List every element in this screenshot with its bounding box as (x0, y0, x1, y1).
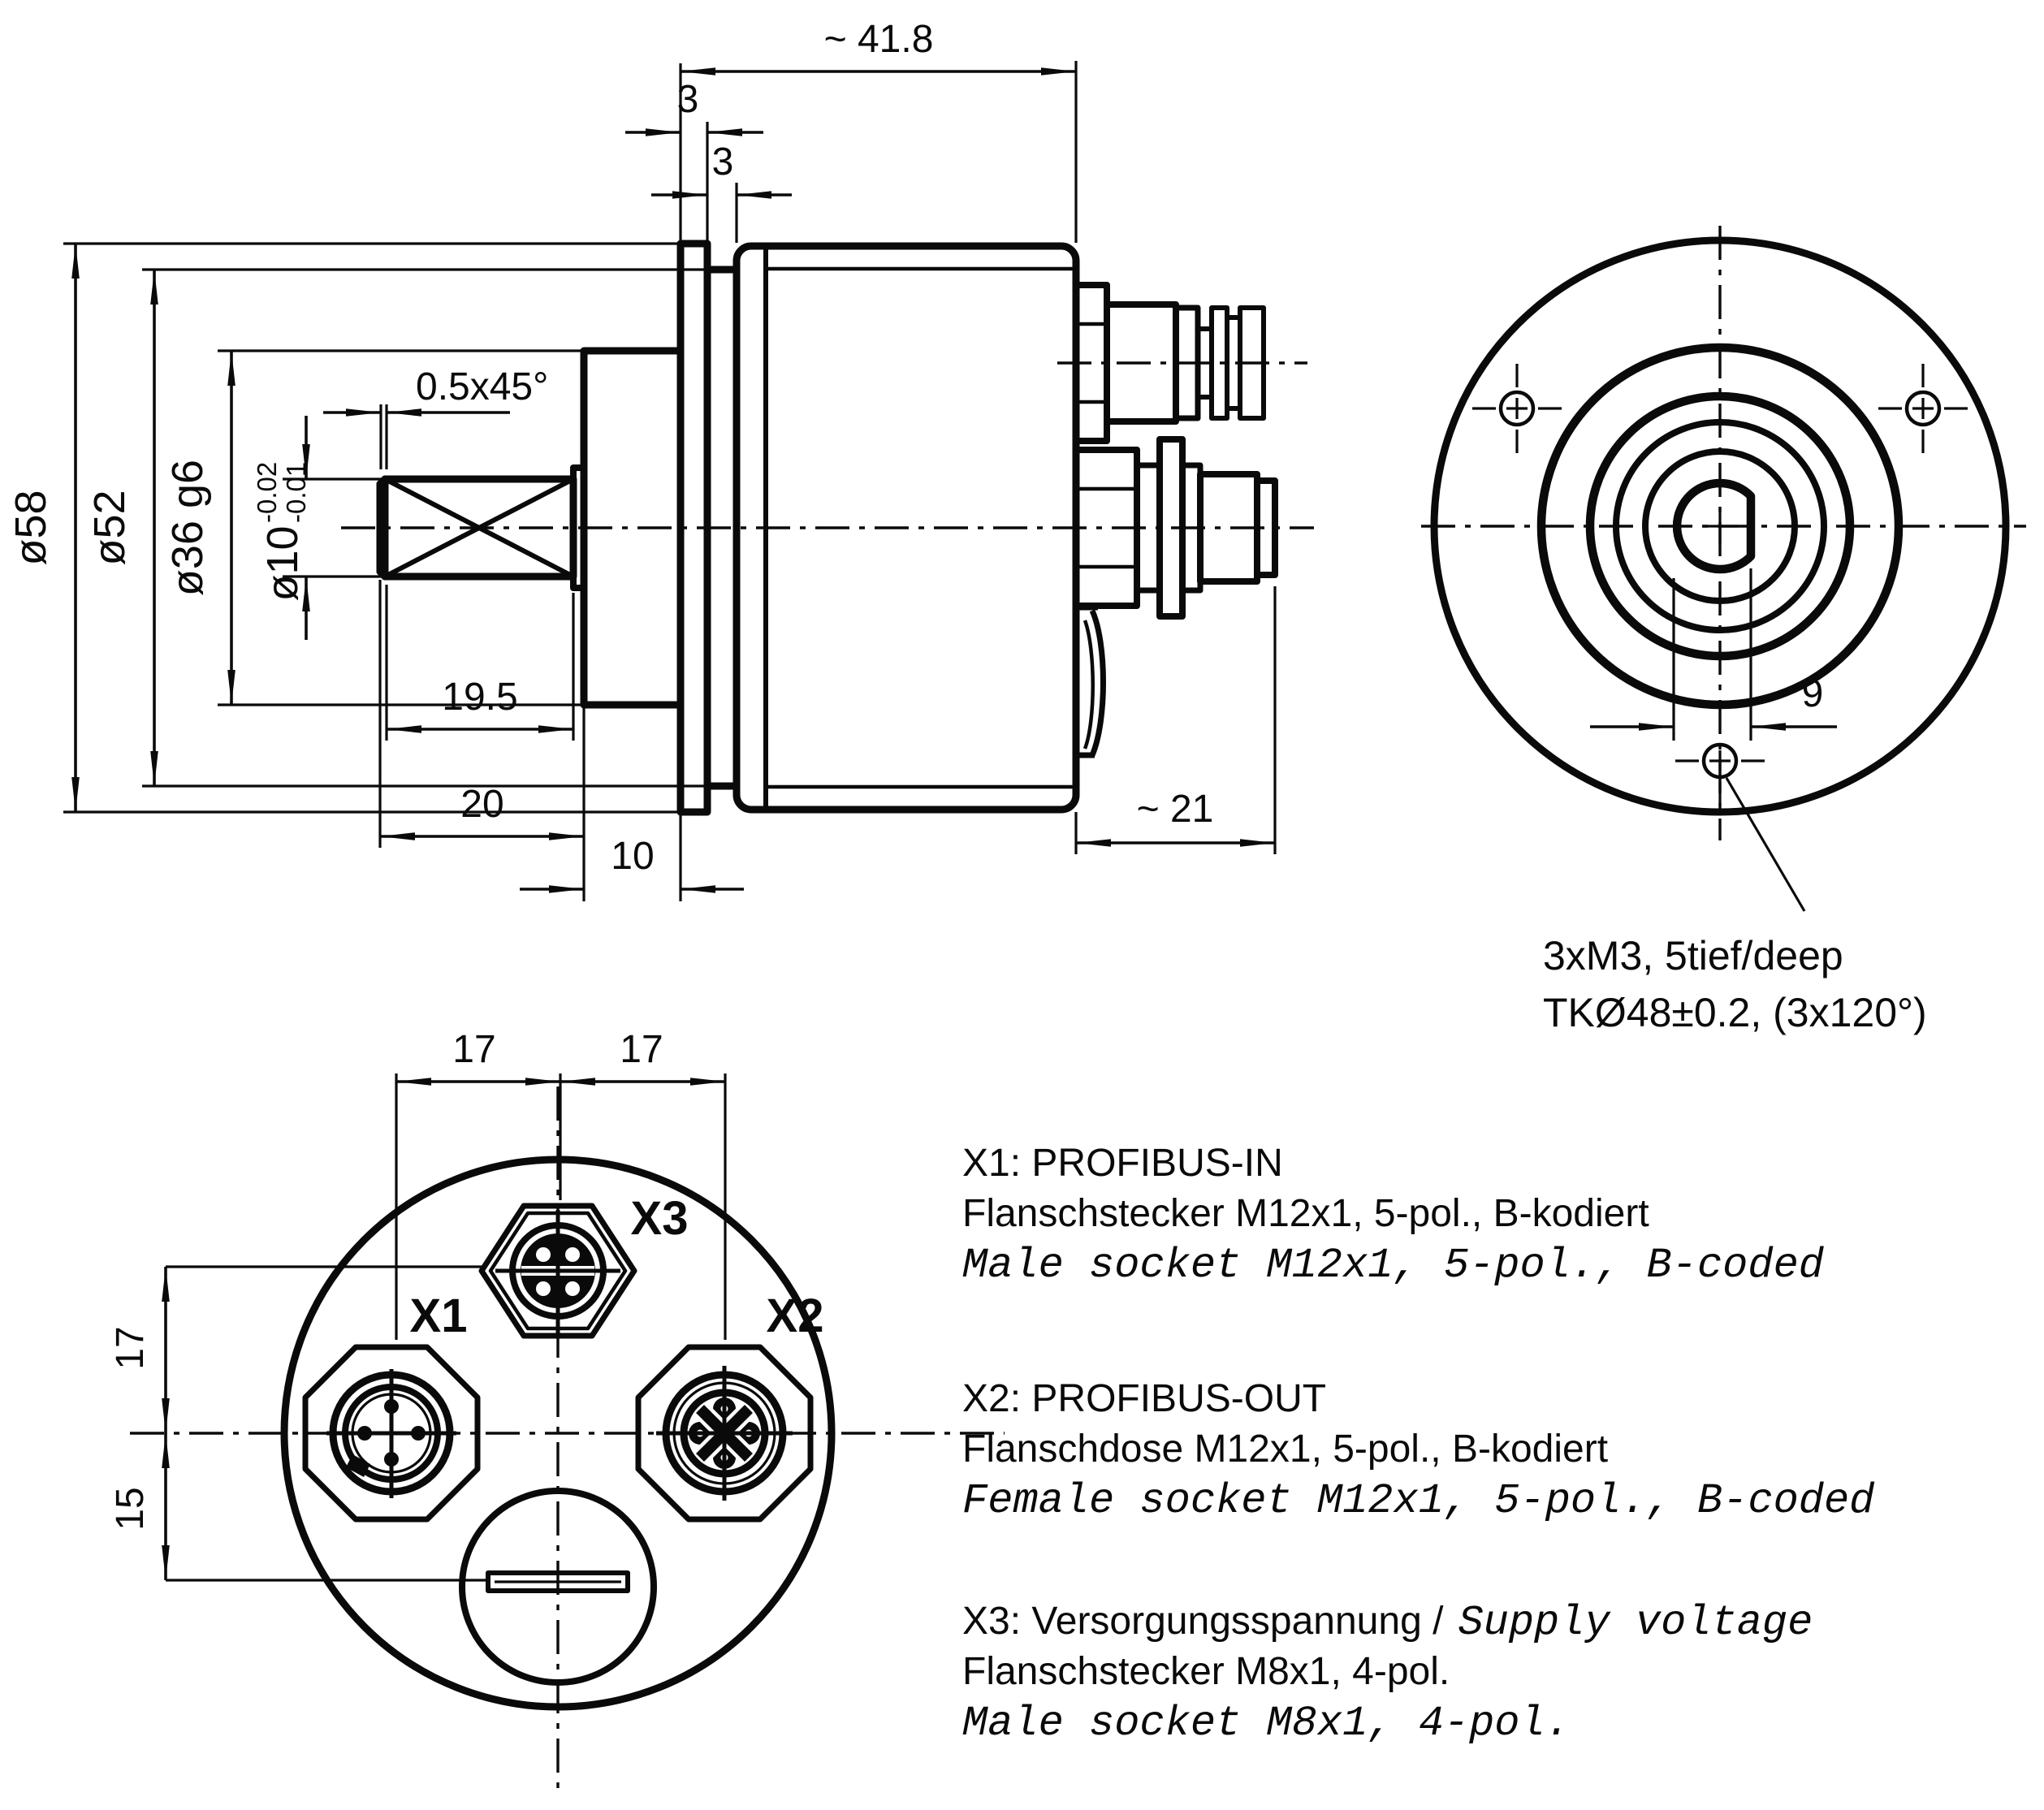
dim-d10-tol-upper: -0.02 (252, 462, 282, 523)
shaft-outline (376, 464, 587, 591)
dim-d36: ø36 g6 (163, 349, 586, 706)
screw-note-line2: TKØ48±0.2, (3x120°) (1543, 990, 1927, 1035)
dim-d52-label: ø52 (85, 490, 134, 565)
dim-17-top: 17 17 (395, 1028, 727, 1340)
neck-d52 (703, 266, 741, 790)
legend-x1-en: Male socket M12x1, 5-pol., B-coded (962, 1242, 1825, 1289)
ring-circle-3 (1642, 448, 1798, 604)
dim-17-left-label: 17 (109, 1326, 152, 1369)
flange-d58 (676, 240, 711, 816)
dim-41-8-label: ~ 41.8 (824, 18, 934, 61)
legend-x2-de: Flanschdose M12x1, 5-pol., B-kodiert (962, 1428, 1608, 1471)
dim-17-top-left-label: 17 (452, 1028, 495, 1071)
dim-chamfer-label: 0.5x45° (416, 365, 548, 408)
shaft-d-profile (1672, 478, 1756, 574)
dim-3-neck-label: 3 (712, 140, 734, 184)
dim-3-flange-label: 3 (677, 78, 699, 121)
ring-circle-2 (1613, 419, 1827, 633)
x3-label: X3 (631, 1192, 689, 1245)
dim-21-label: ~ 21 (1137, 788, 1214, 831)
vent-slot (459, 1488, 657, 1686)
dim-d10-tol-lower: -0.01 (281, 462, 311, 523)
dim-10: 10 (520, 815, 744, 901)
dim-17-top-right-label: 17 (620, 1028, 663, 1071)
m12-connector-stub (1073, 436, 1278, 620)
legend-x2-title: X2: PROFIBUS-OUT (962, 1377, 1326, 1420)
dim-d52: ø52 (85, 268, 709, 788)
rear-view: X1 X2 X3 17 17 17 15 (109, 1028, 1005, 1796)
dim-d10: ø10 -0.02 -0.01 (252, 416, 383, 640)
x2-connector (635, 1344, 814, 1523)
dim-17-15-left: 17 15 (109, 1265, 486, 1582)
screw-hole-top-left (1472, 364, 1562, 453)
hidden-connector-arc (1076, 604, 1106, 758)
x1-label: X1 (410, 1289, 468, 1342)
legend-x1-title: X1: PROFIBUS-IN (962, 1142, 1283, 1185)
dim-3-flange: 3 (625, 78, 763, 266)
flange-circle-d58 (1430, 236, 2010, 816)
dim-15-left-label: 15 (109, 1487, 152, 1530)
front-view: 9 3xM3, 5tief/deep TKØ48±0.2, (3x120°) (1421, 226, 2026, 1035)
screw-note-leader (1725, 777, 1806, 912)
legend-x3-title: X3: Versorgungsspannung / Supply voltage (962, 1599, 1813, 1647)
x1-connector (302, 1344, 481, 1523)
dim-chamfer: 0.5x45° (323, 365, 548, 469)
x3-connector (478, 1203, 637, 1339)
dim-d36-label: ø36 g6 (163, 460, 212, 596)
screw-hole-bottom (1675, 742, 1765, 806)
dim-41-8: ~ 41.8 (679, 18, 1078, 243)
legend-x2-en: Female socket M12x1, 5-pol., B-coded (962, 1477, 1875, 1525)
x2-label: X2 (767, 1289, 824, 1342)
screw-hole-top-right (1878, 364, 1968, 453)
dim-9-label: 9 (1802, 672, 1824, 715)
dim-21: ~ 21 (1074, 586, 1277, 854)
m8-connector-stub (1073, 282, 1266, 444)
side-view: ~ 41.8 3 3 ø58 ø52 (6, 18, 1314, 901)
dim-3-neck: 3 (651, 140, 792, 243)
legend-x3-en: Male socket M8x1, 4-pol. (962, 1700, 1571, 1747)
screw-note-line1: 3xM3, 5tief/deep (1543, 933, 1843, 978)
dim-20-label: 20 (460, 783, 503, 826)
legend-x3-de: Flanschstecker M8x1, 4-pol. (962, 1650, 1450, 1693)
dim-d10-label: ø10 (258, 525, 307, 601)
legend-x1-de: Flanschstecker M12x1, 5-pol., B-kodiert (962, 1192, 1649, 1235)
dim-20: 20 (378, 580, 586, 901)
dim-10-label: 10 (611, 835, 654, 878)
legend: X1: PROFIBUS-IN Flanschstecker M12x1, 5-… (962, 1142, 1875, 1747)
dim-d58-label: ø58 (6, 490, 55, 565)
boss-circle-d36 (1536, 343, 1904, 710)
ring-circle-1 (1585, 391, 1855, 661)
dim-19-5-label: 19.5 (442, 676, 517, 719)
dim-9: 9 (1590, 568, 1837, 741)
rear-housing-circle (280, 1156, 836, 1711)
dim-19-5: 19.5 (385, 585, 575, 741)
dim-d58: ø58 (6, 242, 681, 814)
